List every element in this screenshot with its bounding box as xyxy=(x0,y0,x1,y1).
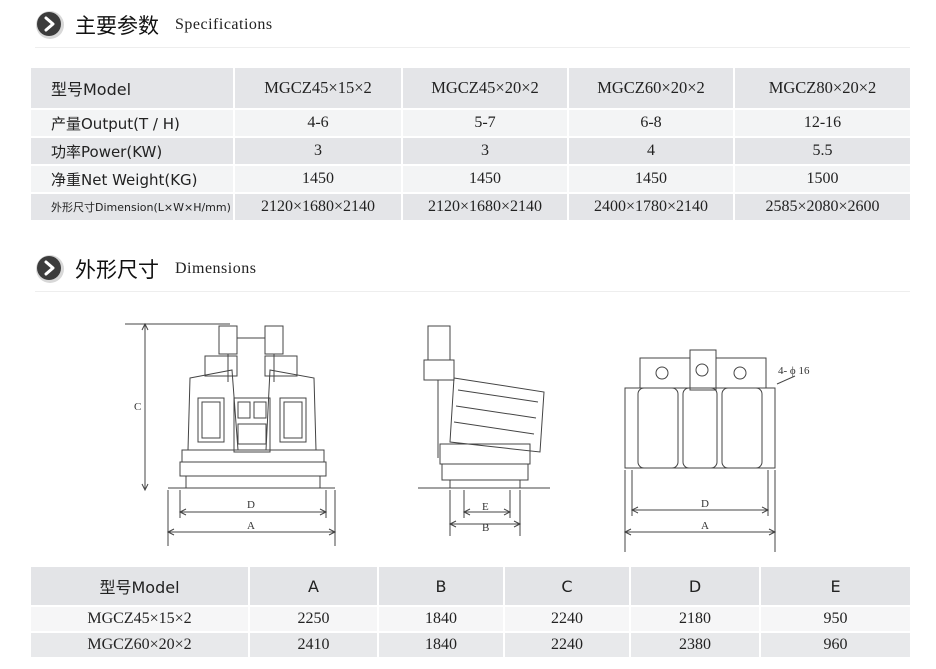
table-cell: 2120×1680×2140 xyxy=(402,193,569,222)
table-cell: 2380 xyxy=(630,632,761,659)
dimension-label-b: B xyxy=(482,522,489,534)
table-cell: 2585×2080×2600 xyxy=(734,193,912,222)
table-row: 净重Net Weight(KG) 1450 1450 1450 1500 xyxy=(31,165,912,194)
table-cell: 3 xyxy=(234,137,403,166)
front-view-drawing xyxy=(125,322,337,546)
header-cell: A xyxy=(249,567,379,607)
table-cell: 1450 xyxy=(402,165,569,194)
section-title-cn: 外形尺寸 xyxy=(75,258,159,282)
dimension-label-e: E xyxy=(482,501,489,513)
table-row: 外形尺寸Dimension(L×W×H/mm) 2120×1680×2140 2… xyxy=(31,193,912,222)
table-cell: 4-6 xyxy=(234,109,403,138)
header-cell: 型号Model xyxy=(31,567,250,607)
table-cell: 2250 xyxy=(249,606,379,633)
table-cell: 960 xyxy=(760,632,912,659)
section-title-en: Specifications xyxy=(175,16,273,33)
section-title-cn: 主要参数 xyxy=(75,14,159,38)
table-cell: MGCZ45×15×2 xyxy=(31,606,250,633)
chevron-right-icon xyxy=(36,255,64,283)
header-cell: MGCZ45×20×2 xyxy=(402,68,569,110)
table-cell: 2240 xyxy=(504,632,631,659)
table-row: MGCZ45×15×2 2250 1840 2240 2180 950 xyxy=(31,606,912,633)
divider xyxy=(35,291,910,292)
table-cell: 3 xyxy=(402,137,569,166)
table-cell: 12-16 xyxy=(734,109,912,138)
table-row: MGCZ60×20×2 2410 1840 2240 2380 960 xyxy=(31,632,912,659)
table-cell: 1450 xyxy=(568,165,735,194)
dimension-label-d: D xyxy=(701,498,709,510)
dimension-drawings: C D A E B xyxy=(125,322,810,552)
hole-annotation: 4- ϕ 16 xyxy=(778,365,810,377)
side-view-drawing xyxy=(418,325,550,536)
dimension-label-a: A xyxy=(247,520,255,532)
table-header-row: 型号Model A B C D E xyxy=(31,567,912,607)
table-cell: 1840 xyxy=(378,606,505,633)
header-cell: B xyxy=(378,567,505,607)
table-cell: 2120×1680×2140 xyxy=(234,193,403,222)
row-label: 产量Output(T / H) xyxy=(31,109,235,138)
table-cell: 1500 xyxy=(734,165,912,194)
divider xyxy=(35,47,910,48)
table-cell: 2240 xyxy=(504,606,631,633)
dimension-label-c: C xyxy=(134,401,141,413)
row-label: 外形尺寸Dimension(L×W×H/mm) xyxy=(31,193,235,222)
table-cell: 2180 xyxy=(630,606,761,633)
specifications-heading: 主要参数 Specifications xyxy=(35,9,273,41)
table-row: 功率Power(KW) 3 3 4 5.5 xyxy=(31,137,912,166)
table-cell: 5-7 xyxy=(402,109,569,138)
header-cell: MGCZ60×20×2 xyxy=(568,68,735,110)
table-cell: 1450 xyxy=(234,165,403,194)
header-cell: E xyxy=(760,567,912,607)
table-cell: MGCZ60×20×2 xyxy=(31,632,250,659)
chevron-right-icon xyxy=(36,11,64,39)
dimensions-heading: 外形尺寸 Dimensions xyxy=(35,253,256,285)
header-cell: C xyxy=(504,567,631,607)
table-header-row: 型号Model MGCZ45×15×2 MGCZ45×20×2 MGCZ60×2… xyxy=(31,68,912,110)
table-cell: 2400×1780×2140 xyxy=(568,193,735,222)
table-cell: 2410 xyxy=(249,632,379,659)
row-label: 净重Net Weight(KG) xyxy=(31,165,235,194)
section-title-en: Dimensions xyxy=(175,260,257,277)
dimension-label-a: A xyxy=(701,520,709,532)
table-cell: 4 xyxy=(568,137,735,166)
dimensions-table: 型号Model A B C D E MGCZ45×15×2 2250 1840 … xyxy=(31,567,912,659)
header-cell: MGCZ45×15×2 xyxy=(234,68,403,110)
table-row: 产量Output(T / H) 4-6 5-7 6-8 12-16 xyxy=(31,109,912,138)
specifications-table: 型号Model MGCZ45×15×2 MGCZ45×20×2 MGCZ60×2… xyxy=(31,68,912,222)
header-cell: 型号Model xyxy=(31,68,235,110)
table-cell: 1840 xyxy=(378,632,505,659)
table-cell: 5.5 xyxy=(734,137,912,166)
header-cell: MGCZ80×20×2 xyxy=(734,68,912,110)
row-label: 功率Power(KW) xyxy=(31,137,235,166)
table-cell: 950 xyxy=(760,606,912,633)
header-cell: D xyxy=(630,567,761,607)
table-cell: 6-8 xyxy=(568,109,735,138)
top-view-drawing xyxy=(623,349,796,552)
dimension-label-d: D xyxy=(247,499,255,511)
